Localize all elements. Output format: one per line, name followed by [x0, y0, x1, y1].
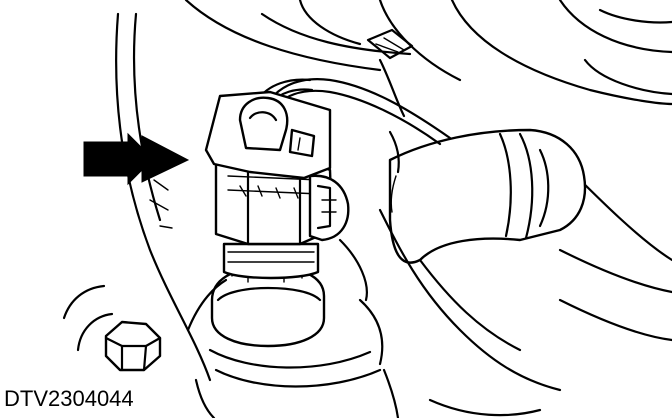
figure-id-label: DTV2304044 — [4, 386, 134, 411]
mounting-boss — [186, 238, 400, 418]
harness-clip — [366, 28, 414, 118]
arrow-right-icon — [83, 132, 190, 186]
hex-bolt — [62, 284, 162, 372]
wiring-harness-sleeve — [378, 128, 587, 392]
sensor-assembly — [204, 90, 350, 348]
